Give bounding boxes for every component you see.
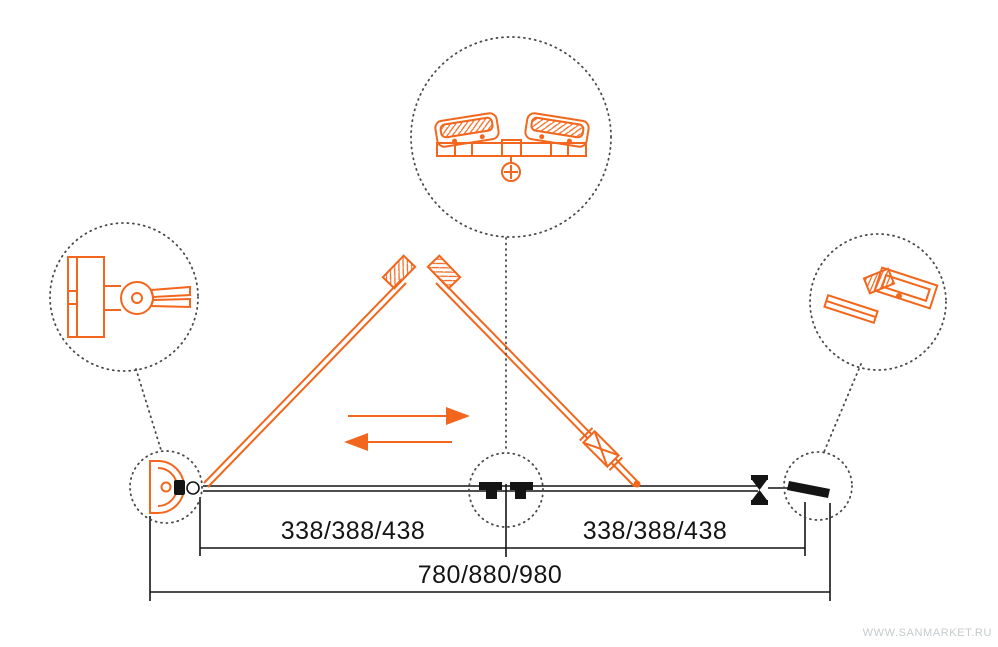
center-hinge-assembly-icon xyxy=(434,112,590,182)
dimension-lines xyxy=(149,497,831,601)
wall-profile-left-part xyxy=(149,460,200,514)
folded-panel-left xyxy=(203,278,407,488)
dimension-label-overall: 780/880/980 xyxy=(417,561,563,589)
panel-handle-icon xyxy=(579,427,623,471)
peak-hinges-icon xyxy=(381,254,462,290)
callout-circle-top xyxy=(410,36,612,238)
callout-circle-bottom-center xyxy=(468,452,544,528)
dimension-label-left-segment: 338/388/438 xyxy=(280,517,426,545)
fold-direction-arrows-icon xyxy=(344,407,470,451)
callout-circle-left xyxy=(49,222,199,372)
center-floor-guide-part xyxy=(479,482,533,557)
magnetic-seal-profile-icon xyxy=(823,266,939,325)
wall-profile-hinge-icon xyxy=(67,256,191,338)
roller-guide-part xyxy=(751,475,768,505)
dimension-label-right-segment: 338/388/438 xyxy=(582,517,728,545)
magnet-profile-part xyxy=(787,481,830,498)
callout-circles xyxy=(49,36,947,528)
callout-circle-bottom-left xyxy=(129,450,203,524)
callout-circle-bottom-right xyxy=(783,451,853,521)
callout-circle-right xyxy=(809,233,947,371)
watermark: WWW.SANMARKET.RU xyxy=(862,627,992,639)
